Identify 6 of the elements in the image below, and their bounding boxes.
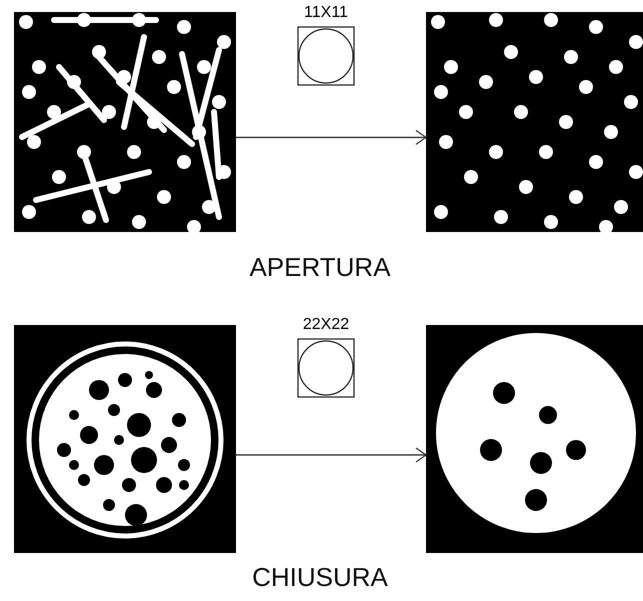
operation-title: APERTURA bbox=[249, 252, 391, 283]
arrow bbox=[236, 447, 427, 463]
kernel-size-label: 11X11 bbox=[303, 4, 349, 22]
kernel-size-label: 22X22 bbox=[302, 316, 350, 334]
operation-title: CHIUSURA bbox=[252, 562, 388, 593]
arrow bbox=[236, 130, 427, 145]
